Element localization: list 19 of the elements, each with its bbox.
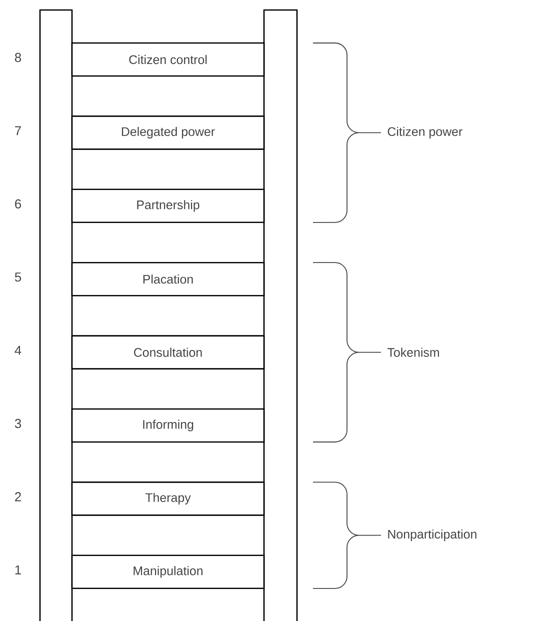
ladder-rung: Partnership [71, 188, 265, 224]
group-label: Tokenism [387, 348, 439, 357]
ladder-rung: Consultation [71, 335, 265, 370]
rung-number: 3 [14, 418, 22, 428]
rung-number: 8 [14, 52, 22, 62]
ladder-rung: Citizen control [71, 42, 265, 77]
ladder-rung: Therapy [71, 482, 265, 516]
rung-number: 7 [15, 126, 21, 136]
rung-number: 4 [14, 346, 22, 355]
ladder-rung: Delegated power [71, 116, 265, 150]
ladder-rung: Manipulation [71, 554, 265, 590]
ladder-rung: Informing [71, 408, 265, 443]
group-label: Citizen power [388, 126, 462, 138]
rung-number: 2 [15, 492, 21, 502]
rung-number: 5 [14, 272, 22, 282]
rung-number: 6 [15, 199, 22, 208]
ladder-rung: Placation [71, 262, 265, 296]
rung-number: 1 [15, 565, 21, 574]
group-label: Nonparticipation [388, 529, 476, 542]
